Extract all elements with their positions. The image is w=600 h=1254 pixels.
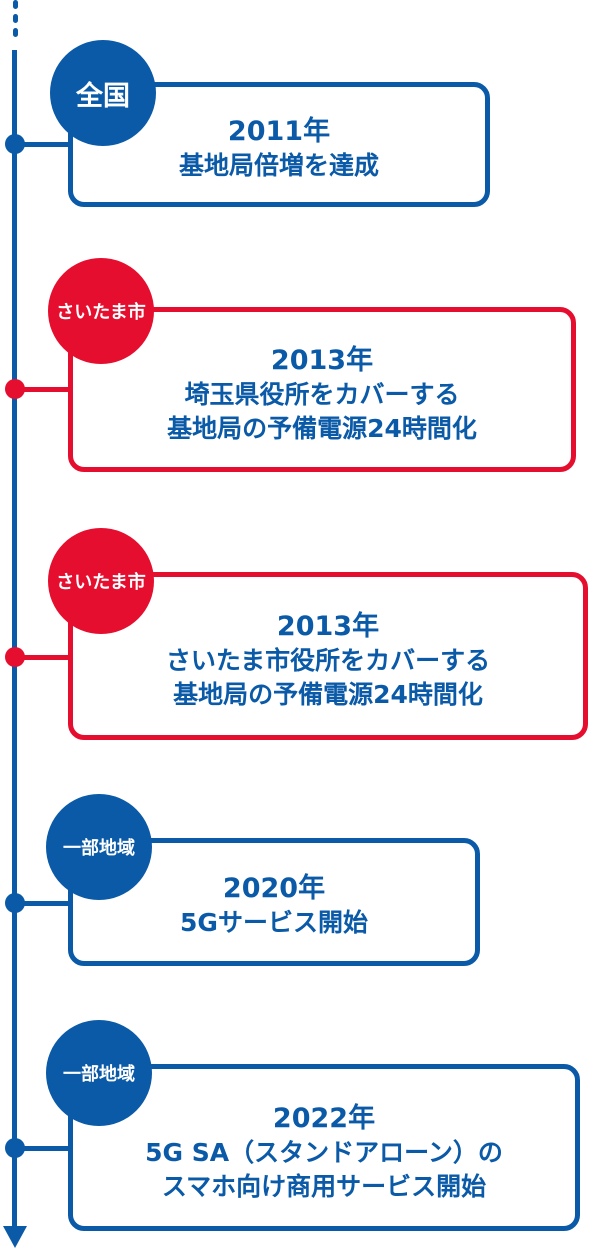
- timeline-axis: [12, 50, 17, 1230]
- region-badge: 一部地域: [46, 1020, 152, 1126]
- arrow-down-icon: [3, 1226, 27, 1248]
- event-description-line: さいたま市役所をカバーする: [165, 646, 491, 675]
- timeline-axis-dots: [12, 0, 18, 50]
- event-description-line: 基地局の予備電源24時間化: [167, 413, 477, 443]
- event-description-line: 埼玉県役所をカバーする: [184, 379, 460, 409]
- event-description: 5Gサービス開始: [180, 908, 368, 937]
- event-card: 2013年 さいたま市役所をカバーする 基地局の予備電源24時間化: [68, 572, 588, 740]
- event-description-line: スマホ向け商用サービス開始: [161, 1171, 487, 1201]
- event-card: 2013年 埼玉県役所をカバーする 基地局の予備電源24時間化: [68, 307, 576, 472]
- connector: [20, 655, 72, 660]
- event-description-line: 基地局の予備電源24時間化: [173, 680, 483, 709]
- region-badge: 一部地域: [46, 794, 152, 900]
- event-year: 2013年: [270, 344, 374, 376]
- connector: [20, 901, 72, 906]
- event-description-line: 5G SA（スタンドアローン）の: [145, 1137, 503, 1167]
- event-card: 2011年 基地局倍増を達成: [68, 82, 490, 207]
- region-badge: さいたま市: [48, 258, 154, 364]
- timeline-dot: [5, 893, 25, 913]
- event-year: 2011年: [227, 115, 331, 147]
- event-card: 2022年 5G SA（スタンドアローン）の スマホ向け商用サービス開始: [68, 1064, 580, 1231]
- connector: [20, 1146, 72, 1151]
- connector: [20, 387, 72, 392]
- timeline-dot: [5, 134, 25, 154]
- event-year: 2022年: [272, 1102, 376, 1134]
- event-year: 2013年: [276, 611, 380, 642]
- region-badge: 全国: [50, 40, 156, 146]
- event-description: 基地局倍増を達成: [178, 150, 379, 180]
- connector: [20, 142, 72, 147]
- timeline-dot: [5, 379, 25, 399]
- timeline-dot: [5, 647, 25, 667]
- region-badge: さいたま市: [48, 528, 154, 634]
- event-year: 2020年: [222, 873, 326, 904]
- timeline-dot: [5, 1138, 25, 1158]
